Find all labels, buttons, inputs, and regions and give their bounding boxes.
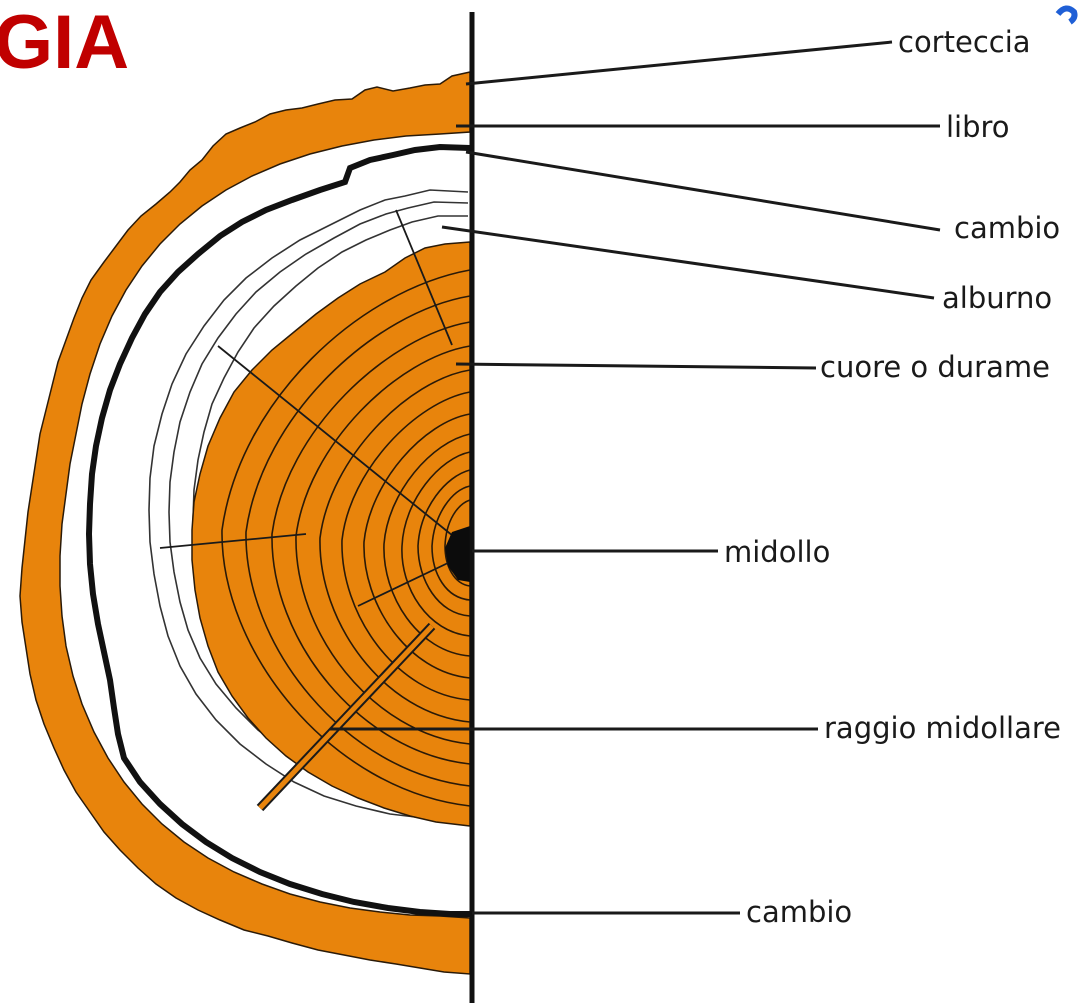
label-libro: libro: [946, 110, 1010, 144]
label-cambio-bottom: cambio: [746, 895, 852, 929]
label-raggio-midollare: raggio midollare: [824, 711, 1061, 745]
medullary-rays: [159, 209, 459, 607]
label-cuore-o-durame: cuore o durame: [820, 350, 1050, 384]
label-midollo: midollo: [724, 535, 830, 569]
leader-line-cambio-top: [465, 150, 941, 232]
blue-corner-mark: [1055, 5, 1078, 25]
label-corteccia: corteccia: [898, 25, 1031, 59]
highlighted-ray: [258, 624, 434, 810]
bark-layer: [19, 71, 471, 975]
label-cambio-top: cambio: [954, 211, 1060, 245]
leader-line-cuore: [455, 362, 817, 370]
leader-line-corteccia: [465, 40, 893, 86]
cambium-line: [85, 143, 471, 917]
label-alburno: alburno: [942, 281, 1052, 315]
pith: [445, 526, 470, 582]
annual-rings: [221, 269, 471, 807]
leader-line-alburno: [441, 225, 935, 300]
header-title-fragment: GIA: [0, 0, 129, 85]
